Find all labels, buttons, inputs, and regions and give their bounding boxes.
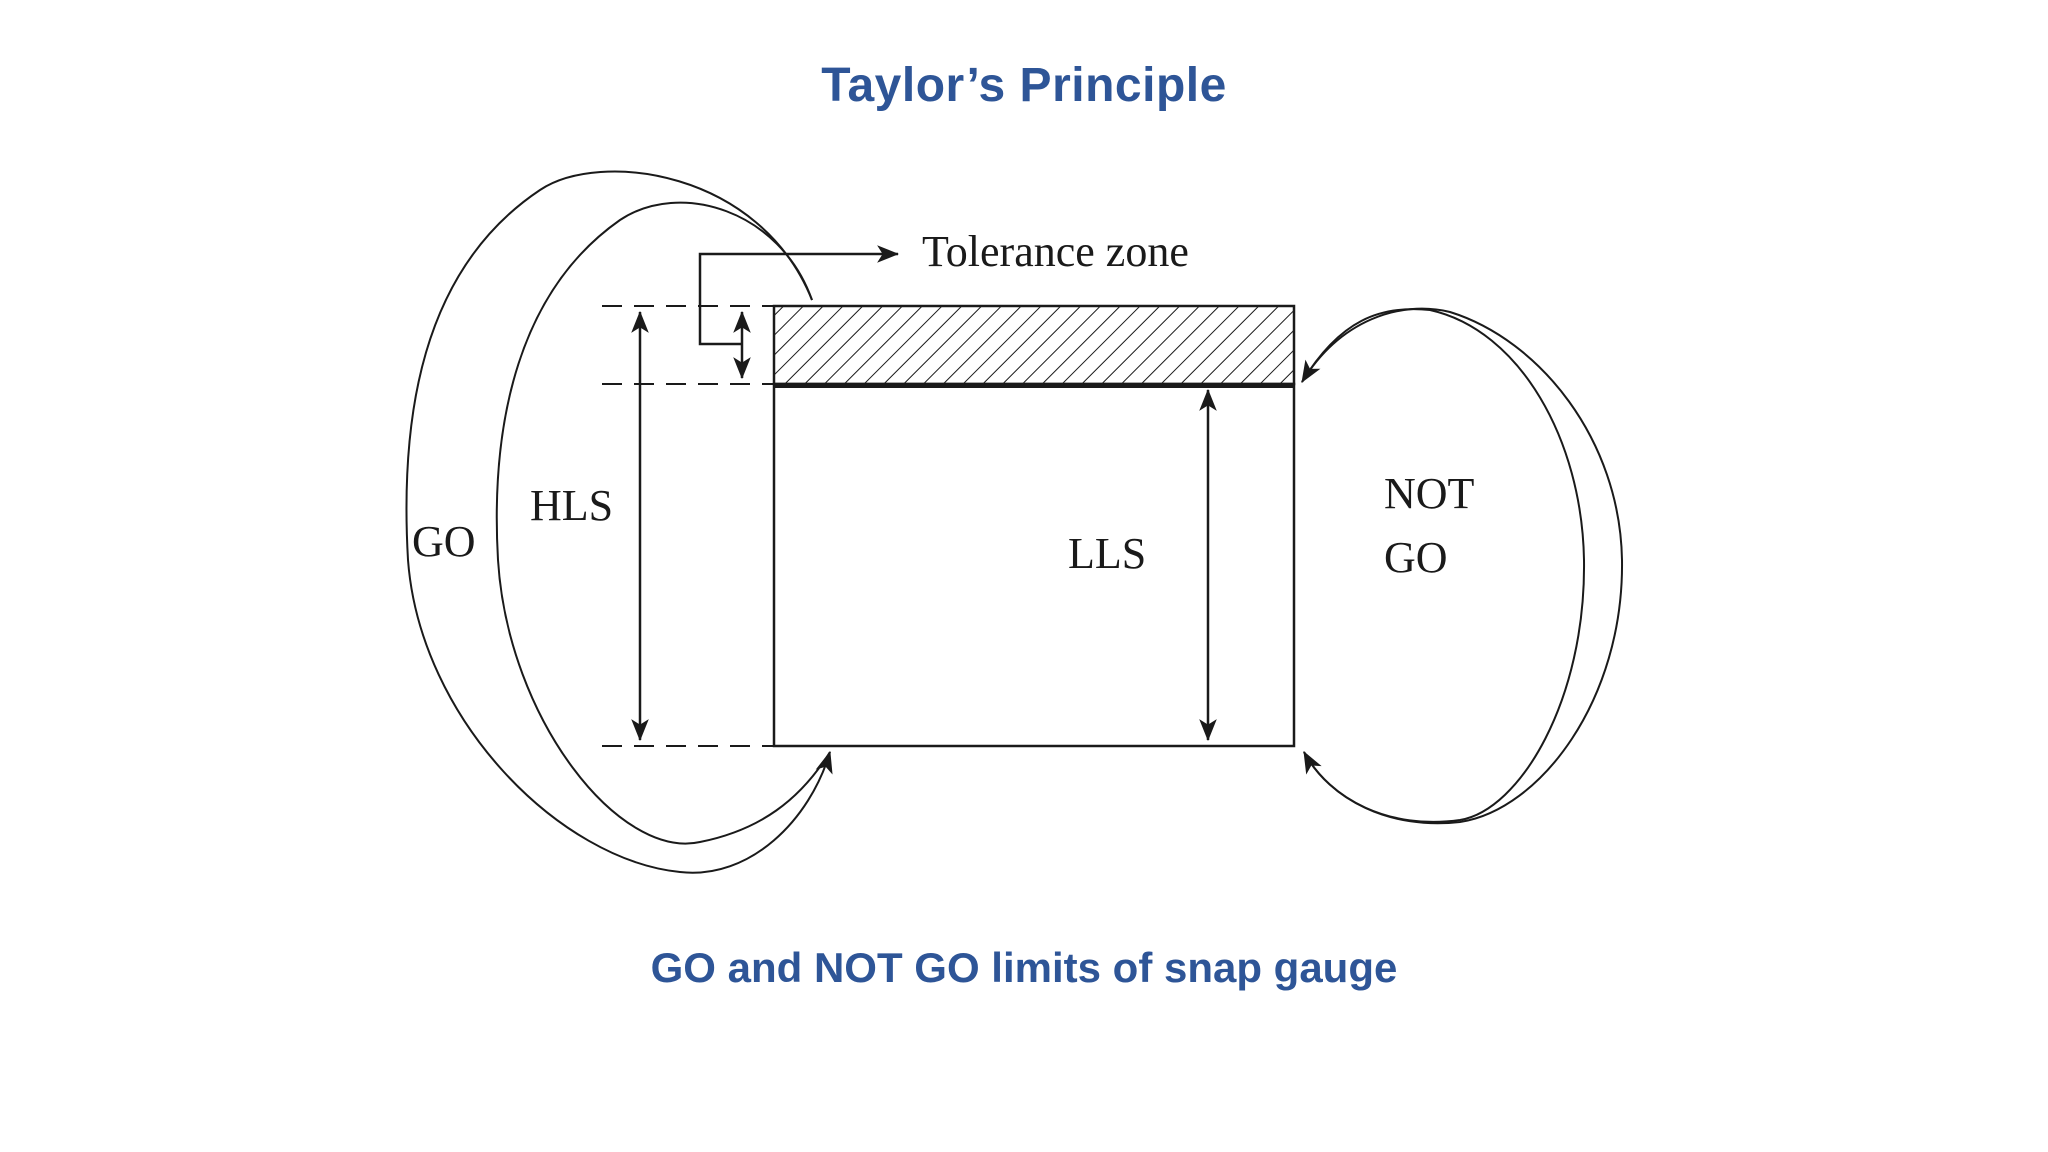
go-arc-inner bbox=[495, 201, 831, 845]
go-label: GO bbox=[412, 517, 476, 566]
figure-caption: GO and NOT GO limits of snap gauge bbox=[650, 944, 1398, 991]
not-go-arc-outer bbox=[1301, 307, 1624, 825]
lls-label: LLS bbox=[1068, 529, 1146, 578]
not-go-label-line2: GO bbox=[1384, 533, 1448, 582]
not-go-label-line1: NOT bbox=[1384, 469, 1475, 518]
hls-label: HLS bbox=[530, 481, 613, 530]
not-go-arc-inner bbox=[1301, 308, 1586, 823]
workpiece-rectangle bbox=[772, 382, 1296, 748]
tolerance-zone-band bbox=[772, 304, 1296, 386]
tolerance-zone-leader bbox=[698, 245, 900, 346]
slide-title: Taylor’s Principle bbox=[821, 59, 1227, 112]
tolerance-zone-label: Tolerance zone bbox=[922, 227, 1189, 276]
go-arc-outer bbox=[405, 170, 833, 874]
